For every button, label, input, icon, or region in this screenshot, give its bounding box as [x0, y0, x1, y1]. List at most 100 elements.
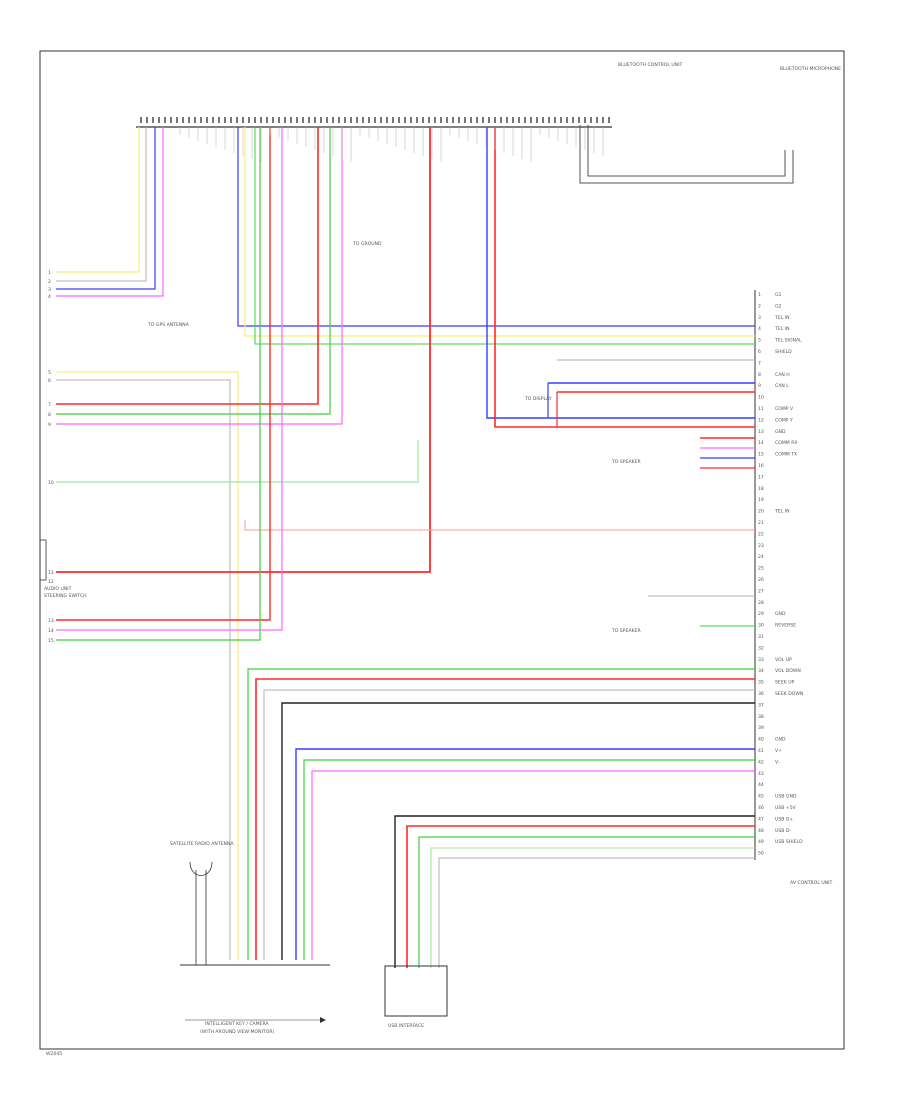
right-pin-number: 34	[758, 668, 764, 674]
top-pin-mark	[266, 117, 268, 123]
right-pin-label: COMP V	[775, 406, 794, 412]
wire-green-7	[418, 836, 755, 968]
left-pin-label: 13	[48, 618, 54, 624]
wire-pink-1	[56, 127, 164, 297]
top-pin-mark	[290, 117, 292, 123]
top-pin-mark	[272, 117, 274, 123]
top-pin-mark	[398, 117, 400, 123]
right-pin-label: REVERSE	[775, 623, 796, 629]
top-pin-mark	[560, 117, 562, 123]
diagram-frame	[39, 50, 845, 1050]
wire-black-1	[281, 702, 755, 960]
wire-green-3	[56, 440, 419, 483]
wire-green-8	[430, 847, 755, 968]
right-pin-number: 3	[758, 315, 761, 321]
top-pin-mark	[278, 117, 280, 123]
top-pin-mark	[248, 117, 250, 123]
top-pin-mark	[578, 117, 580, 123]
top-pin-mark	[242, 117, 244, 123]
top-pin-mark	[356, 117, 358, 123]
right-pin-label: CAN L	[775, 383, 789, 389]
right-pin-label: SHIELD	[775, 349, 792, 355]
top-pin-mark	[482, 117, 484, 123]
right-pin-number: 7	[758, 360, 761, 366]
camera-caption-2: (WITH AROUND VIEW MONITOR)	[200, 1029, 275, 1035]
right-pin-number: 29	[758, 611, 764, 617]
top-pin-mark	[524, 117, 526, 123]
top-pin-mark	[422, 117, 424, 123]
top-pin-mark	[548, 117, 550, 123]
right-pin-number: 28	[758, 600, 764, 606]
top-pin-mark	[452, 117, 454, 123]
top-pin-mark	[308, 117, 310, 123]
top-pin-mark	[254, 117, 256, 123]
wire-harness	[56, 127, 755, 968]
right-pin-label: COMP Y	[775, 417, 793, 423]
left-pin-label: 6	[48, 378, 51, 384]
right-pin-label: VOL DOWN	[775, 668, 801, 674]
right-pin-label: USB GND	[775, 794, 797, 800]
left-pin-label: 2	[48, 279, 51, 285]
right-pin-number: 16	[758, 463, 764, 469]
right-pin-label: COMM RX	[775, 440, 798, 446]
wire-green-6	[303, 759, 755, 960]
right-pin-label: GND	[775, 611, 786, 617]
right-pin-label: GND	[775, 737, 786, 743]
top-pin-mark	[488, 117, 490, 123]
top-pin-mark	[194, 117, 196, 123]
top-pin-mark	[338, 117, 340, 123]
footer-code: W2045	[46, 1051, 62, 1057]
top-pin-mark	[410, 117, 412, 123]
right-pin-number: 20	[758, 509, 764, 515]
left-pin-label: 9	[48, 422, 51, 428]
right-pin-number: 50	[758, 851, 764, 857]
right-pin-number: 18	[758, 486, 764, 492]
right-pin-number: 38	[758, 714, 764, 720]
right-pin-number: 14	[758, 440, 764, 446]
right-pin-label: G1	[775, 292, 782, 298]
top-pin-mark	[230, 117, 232, 123]
left-pin-label: 10	[48, 480, 54, 486]
top-pin-mark	[164, 117, 166, 123]
top-pin-mark	[140, 117, 142, 123]
wire-blue-2	[237, 127, 755, 327]
wire-gray-1	[56, 127, 147, 282]
wire-blue-1	[56, 127, 156, 290]
top-pin-mark	[512, 117, 514, 123]
top-pin-mark	[158, 117, 160, 123]
left-unit-label: AUDIO UNIT	[44, 586, 72, 592]
right-pin-number: 1	[758, 292, 761, 298]
top-pin-mark	[152, 117, 154, 123]
usb-label: USB INTERFACE	[388, 1023, 424, 1029]
ground-note: TO GROUND	[352, 241, 382, 247]
top-pin-mark	[296, 117, 298, 123]
top-pin-mark	[146, 117, 148, 123]
right-pin-number: 4	[758, 326, 761, 332]
wire-red-5	[56, 127, 431, 573]
left-pin-label: 3	[48, 287, 51, 293]
top-pin-mark	[458, 117, 460, 123]
right-pin-number: 9	[758, 383, 761, 389]
bluetooth-module-label: BLUETOOTH CONTROL UNIT	[618, 62, 683, 68]
right-pin-number: 39	[758, 725, 764, 731]
right-pin-number: 13	[758, 429, 764, 435]
right-pin-label: V+	[775, 748, 782, 754]
top-pin-mark	[344, 117, 346, 123]
wire-pink-3	[56, 127, 283, 631]
top-pin-mark	[446, 117, 448, 123]
right-pin-number: 22	[758, 531, 764, 537]
top-pin-mark	[260, 117, 262, 123]
right-pin-label: TEL IN	[774, 315, 790, 321]
top-pin-mark	[476, 117, 478, 123]
right-pin-label: SEEK DOWN	[775, 691, 803, 697]
right-pin-number: 11	[758, 406, 764, 412]
wire-red-7	[56, 127, 271, 621]
right-pin-number: 32	[758, 645, 764, 651]
left-pin-label: 14	[48, 628, 54, 634]
top-pin-mark	[506, 117, 508, 123]
top-pin-mark	[218, 117, 220, 123]
top-pin-mark	[596, 117, 598, 123]
top-pin-mark	[200, 117, 202, 123]
